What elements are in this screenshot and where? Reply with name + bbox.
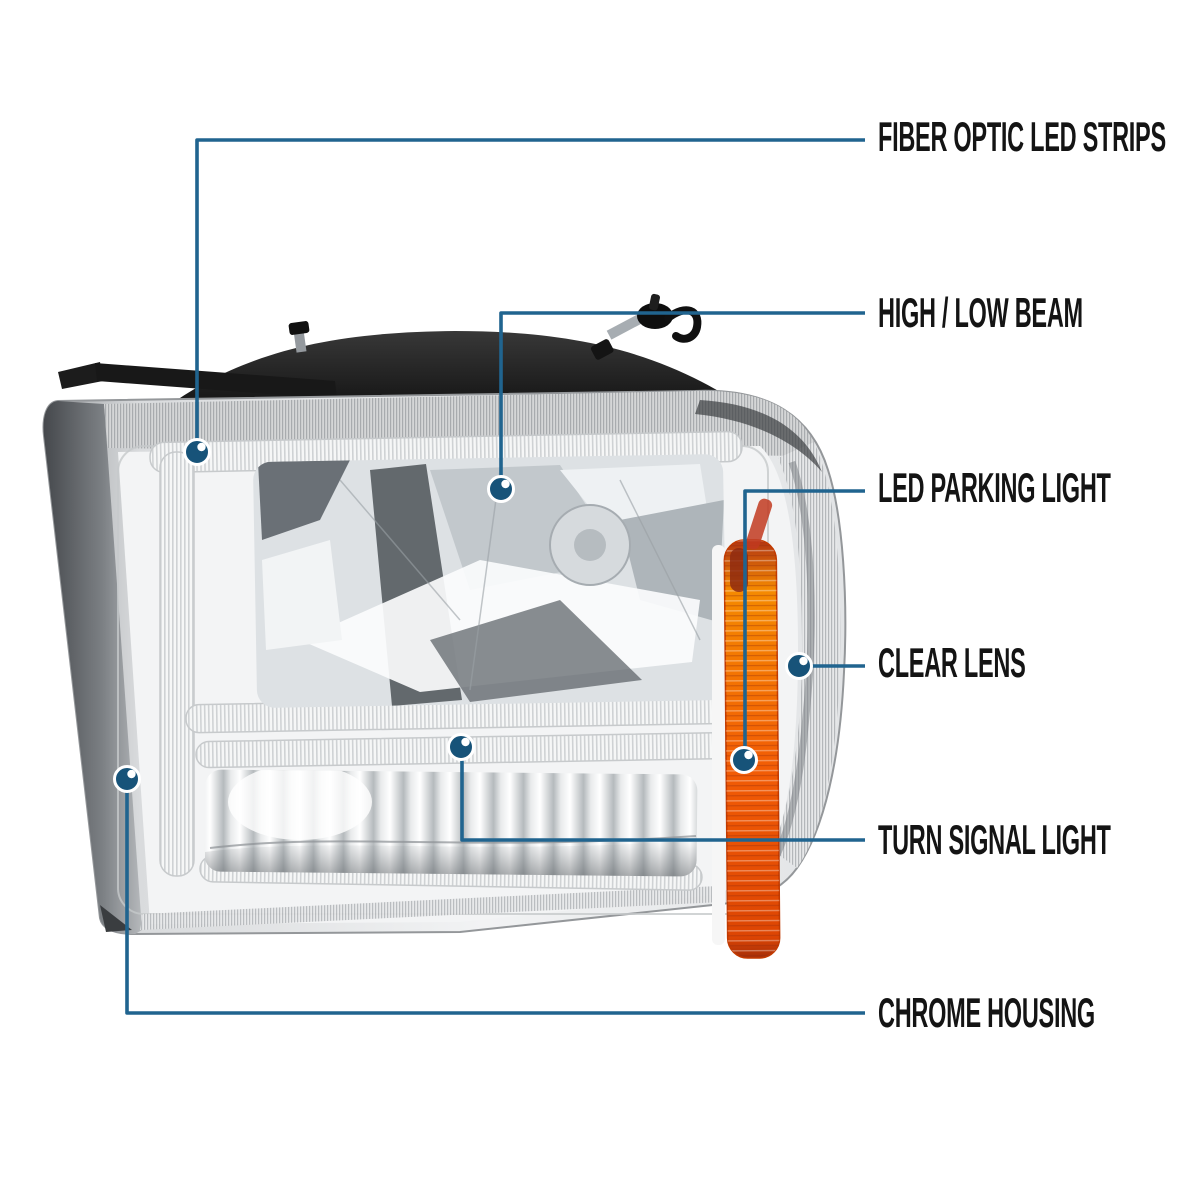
callout-line-high-low-beam xyxy=(499,311,865,481)
callout-line-turn-signal-light xyxy=(460,756,865,842)
callout-dot-clear-lens xyxy=(785,652,813,680)
callout-label-led-parking-light: LED PARKING LIGHT xyxy=(878,464,1111,511)
callout-label-high-low-beam: HIGH / LOW BEAM xyxy=(878,289,1083,336)
callout-label-clear-lens: CLEAR LENS xyxy=(878,639,1026,686)
callout-dot-high-low-beam xyxy=(487,475,515,503)
callout-label-fiber-optic-led-strips: FIBER OPTIC LED STRIPS xyxy=(878,113,1166,160)
callout-dot-chrome-housing xyxy=(113,765,141,793)
callout-line-fiber-optic-led-strips xyxy=(195,138,865,444)
callout-line-led-parking-light xyxy=(743,489,865,752)
callout-dot-led-parking-light xyxy=(730,746,758,774)
turn-signal-chamber xyxy=(204,769,698,877)
callout-label-chrome-housing: CHROME HOUSING xyxy=(878,989,1095,1036)
callout-dot-turn-signal-light xyxy=(447,733,475,761)
callout-line-chrome-housing xyxy=(125,788,865,1015)
callout-label-turn-signal-light: TURN SIGNAL LIGHT xyxy=(878,816,1111,863)
callout-dot-fiber-optic-led-strips xyxy=(183,438,211,466)
